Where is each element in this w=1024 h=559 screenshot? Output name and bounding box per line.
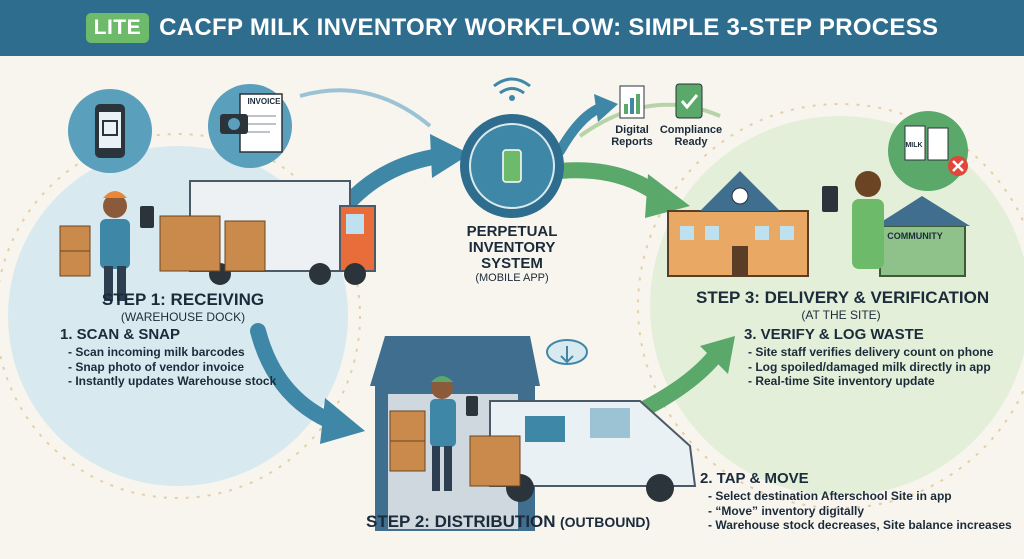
step1-bullet: Scan incoming milk barcodes xyxy=(68,345,276,360)
arrow-to-delivery xyxy=(632,348,723,419)
milk-label: MILK xyxy=(905,142,923,149)
step1-action: 1. SCAN & SNAP xyxy=(60,326,181,343)
step2-heading: STEP 2: DISTRIBUTION xyxy=(366,512,556,531)
invoice-label: INVOICE xyxy=(247,97,281,106)
step3-heading: STEP 3: DELIVERY & VERIFICATION xyxy=(696,288,990,307)
step3-action: 3. VERIFY & LOG WASTE xyxy=(744,326,924,343)
inventory-system-hub xyxy=(460,77,564,218)
scan-phone-bubble xyxy=(68,89,152,173)
step3-bullet: Site staff verifies delivery count on ph… xyxy=(748,345,993,360)
system-title-line2: INVENTORY xyxy=(468,239,556,256)
school-building-illustration xyxy=(667,171,809,277)
distribution-worker-illustration xyxy=(430,376,478,491)
step3-subtitle: (AT THE SITE) xyxy=(801,308,881,322)
step2-subtitle: (OUTBOUND) xyxy=(560,514,651,530)
system-title-line3: SYSTEM xyxy=(481,255,543,272)
system-label-block: PERPETUAL INVENTORY SYSTEM (MOBILE APP) xyxy=(452,223,572,285)
arrow-to-site xyxy=(552,162,668,204)
step2-bullet: Warehouse stock decreases, Site balance … xyxy=(708,518,1011,533)
warehouse-worker-illustration xyxy=(59,191,154,301)
page-title: CACFP MILK INVENTORY WORKFLOW: SIMPLE 3-… xyxy=(159,14,939,41)
step2-heading-block: STEP 2: DISTRIBUTION (OUTBOUND) xyxy=(366,512,650,532)
step3-details: 3. VERIFY & LOG WASTE Site staff verifie… xyxy=(744,326,993,389)
step2-details: 2. TAP & MOVE Select destination Aftersc… xyxy=(700,470,1012,533)
step2-bullet: “Move” inventory digitally xyxy=(708,504,1012,519)
system-title-line1: PERPETUAL xyxy=(466,223,558,240)
community-label: COMMUNITY xyxy=(887,231,943,241)
workflow-background xyxy=(0,77,1024,531)
step3-bullet: Real-time Site inventory update xyxy=(748,374,993,389)
delivery-van-illustration xyxy=(469,400,697,502)
step3-heading-block: STEP 3: DELIVERY & VERIFICATION (AT THE … xyxy=(696,288,990,322)
step1-heading: STEP 1: RECEIVING xyxy=(101,290,265,309)
waste-milk-bubble xyxy=(888,111,968,191)
header-banner: LITE CACFP MILK INVENTORY WORKFLOW: SIMP… xyxy=(0,0,1024,56)
step1-subtitle: (WAREHOUSE DOCK) xyxy=(120,310,246,324)
delivery-truck-illustration xyxy=(159,180,376,285)
invoice-bubble xyxy=(208,84,292,168)
step1-bullet: Snap photo of vendor invoice xyxy=(68,360,276,375)
step2-bullet: Select destination Afterschool Site in a… xyxy=(708,489,1012,504)
step1-bullet: Instantly updates Warehouse stock xyxy=(68,374,276,389)
cloud-sync-icon xyxy=(546,339,588,365)
lite-badge: LITE xyxy=(85,13,150,43)
step2-action: 2. TAP & MOVE xyxy=(700,470,809,487)
community-building-illustration xyxy=(875,196,970,277)
step1-heading-block: STEP 1: RECEIVING (WAREHOUSE DOCK) xyxy=(88,290,278,324)
step3-bullet: Log spoiled/damaged milk directly in app xyxy=(748,360,993,375)
site-staff-illustration xyxy=(822,171,884,269)
step1-details: 1. SCAN & SNAP Scan incoming milk barcod… xyxy=(60,326,276,389)
system-subtitle: (MOBILE APP) xyxy=(475,272,549,284)
